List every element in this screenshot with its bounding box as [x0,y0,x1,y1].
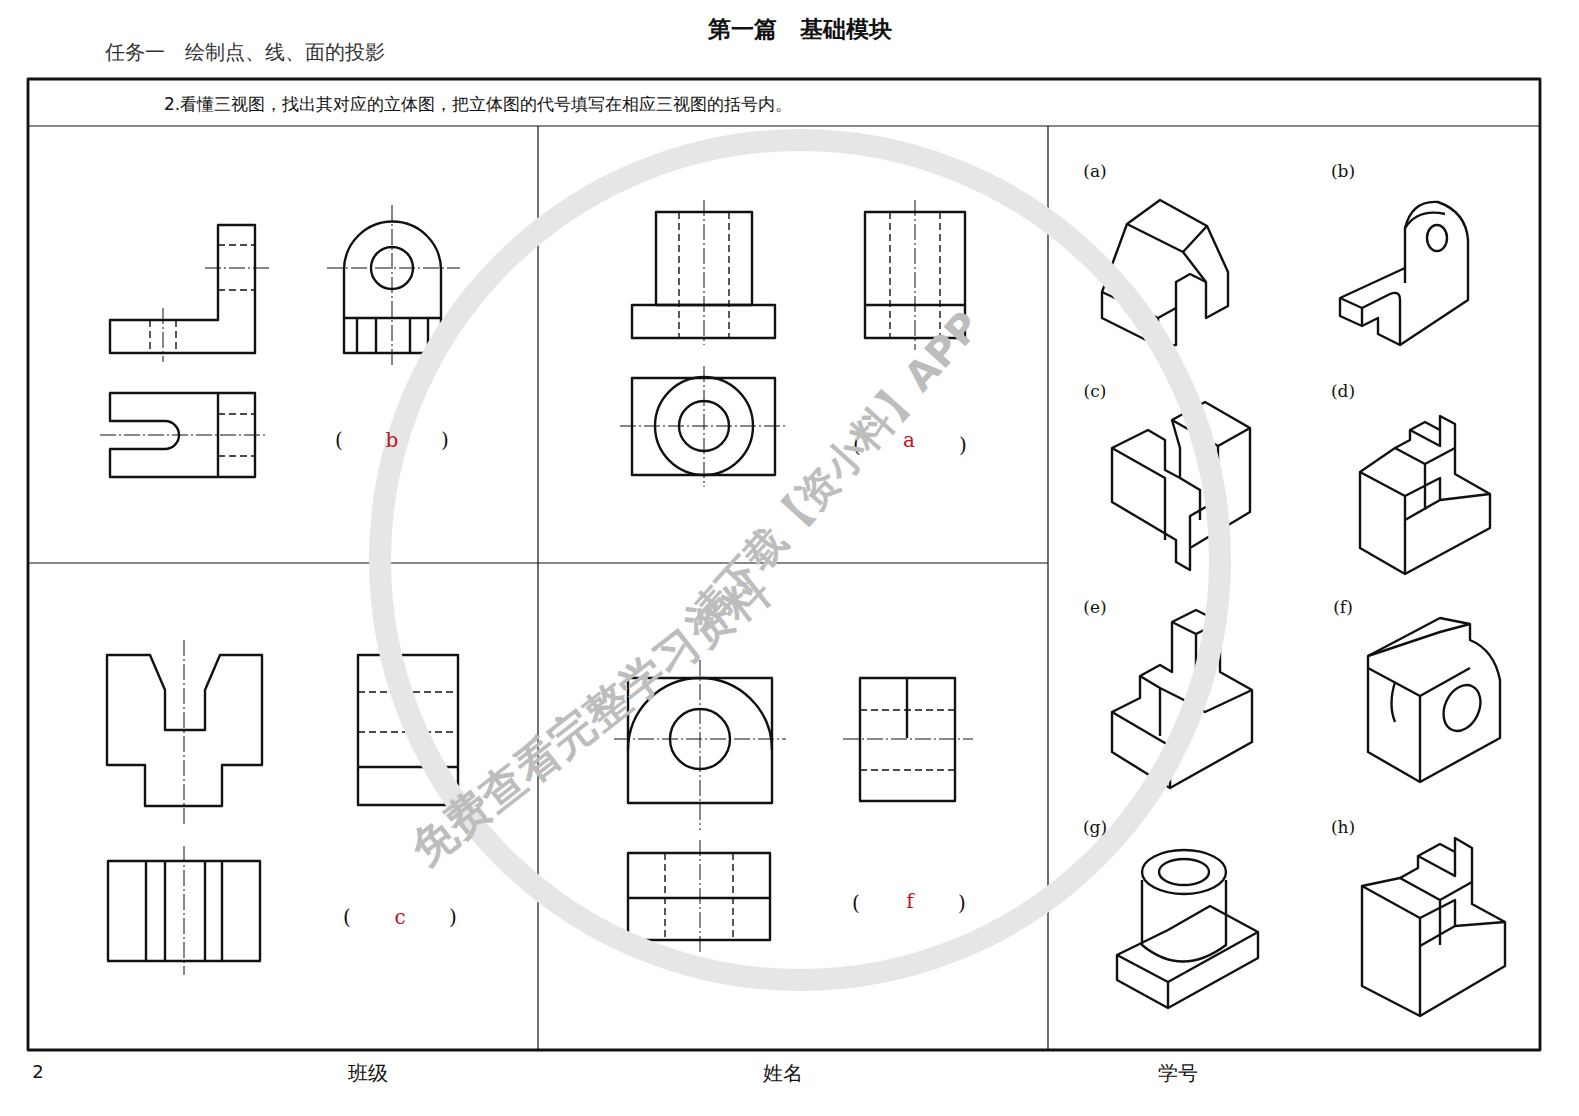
figure-label: (d) [1331,382,1355,401]
figure-label: (c) [1084,382,1107,401]
task-text: 2.看懂三视图，找出其对应的立体图，把立体图的代号填写在相应三视图的括号内。 [164,95,792,114]
bracket: ) [958,892,966,914]
bracket: ( [343,906,351,928]
answer: b [386,429,399,451]
section-heading: 任务一 绘制点、线、面的投影 [105,41,385,63]
footer-field: 班级 [348,1062,388,1084]
bracket: ( [852,892,860,914]
figure-label: (e) [1083,598,1106,617]
answer: a [903,429,915,451]
footer-field: 学号 [1158,1062,1198,1084]
figure-label: (f) [1333,598,1353,617]
bracket: ) [449,906,457,928]
figure-label: (g) [1083,818,1107,837]
answer: c [394,906,405,928]
bracket: ( [335,429,343,451]
figure-label: (h) [1331,818,1355,837]
answer: f [906,890,913,912]
figure-label: (b) [1331,162,1355,181]
footer-field: 姓名 [763,1062,803,1084]
bracket: ) [441,429,449,451]
figure-label: (a) [1083,162,1106,181]
page-number: 2 [32,1062,43,1082]
page-title: 第一篇 基础模块 [708,17,892,42]
bracket: ) [959,434,967,456]
